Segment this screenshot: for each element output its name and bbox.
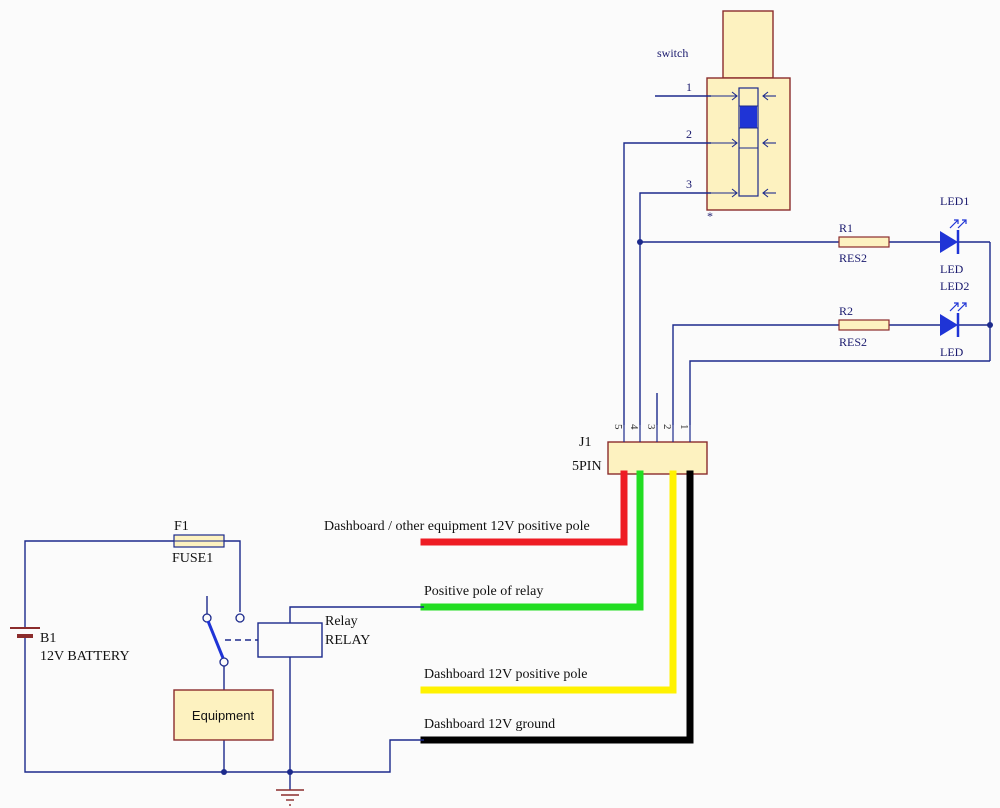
junction-dot (987, 322, 993, 328)
slide-switch: switch 1 2 3 * (657, 10, 791, 223)
switch-pin-2: 2 (686, 127, 692, 141)
relay-contact (202, 613, 245, 667)
junction-dot (637, 239, 643, 245)
fuse-value: FUSE1 (172, 551, 213, 566)
r2-ref: R2 (839, 304, 853, 318)
relay-value: RELAY (325, 633, 370, 648)
led-2-icon: LED2 LED (940, 279, 969, 359)
switch-pin-1: 1 (686, 80, 692, 94)
black-wire-label: Dashboard 12V ground (424, 717, 555, 732)
black-wire (420, 470, 694, 744)
yellow-wire-label: Dashboard 12V positive pole (424, 667, 587, 682)
switch-actuator (722, 10, 774, 79)
switch-label: switch (657, 46, 688, 60)
led2-ref: LED2 (940, 279, 969, 293)
j1-pin-1: 1 (678, 424, 690, 430)
switch-slider (740, 106, 757, 128)
j1-ref: J1 (579, 435, 591, 450)
yellow-wire (420, 470, 677, 694)
j1-pin-5: 5 (612, 424, 624, 430)
j1-pin-2: 2 (661, 424, 673, 430)
led1-value: LED (940, 262, 964, 276)
power-circuit-wires (24, 540, 424, 790)
resistor-r1: R1 RES2 (838, 221, 890, 265)
battery-b1: B1 12V BATTERY (10, 627, 130, 664)
switch-marker: * (707, 209, 713, 223)
resistor-r2: R2 RES2 (838, 304, 890, 349)
harness-wires: Dashboard / other equipment 12V positive… (324, 470, 694, 744)
relay-coil: Relay RELAY (257, 614, 370, 658)
green-wire-label: Positive pole of relay (424, 584, 543, 599)
equipment-label: Equipment (192, 708, 255, 723)
red-wire (420, 470, 628, 546)
red-wire-label: Dashboard / other equipment 12V positive… (324, 519, 590, 534)
j1-pin-3: 3 (645, 424, 657, 430)
junction-dot (221, 769, 227, 775)
battery-value: 12V BATTERY (40, 649, 130, 664)
switch-slot (738, 87, 759, 197)
connector-j1: 5 4 3 2 1 J1 5PIN (572, 424, 708, 475)
r1-ref: R1 (839, 221, 853, 235)
led1-ref: LED1 (940, 194, 969, 208)
fuse-f1: F1 FUSE1 (172, 519, 225, 566)
relay-ref: Relay (325, 614, 358, 629)
green-wire (420, 470, 644, 611)
r1-value: RES2 (839, 251, 867, 265)
switch-pin-3: 3 (686, 177, 692, 191)
fuse-ref: F1 (174, 519, 189, 534)
led-1-icon: LED1 LED (940, 194, 969, 276)
switch-wires (623, 95, 711, 425)
r2-value: RES2 (839, 335, 867, 349)
led2-value: LED (940, 345, 964, 359)
ground-icon (276, 789, 304, 806)
j1-value: 5PIN (572, 459, 602, 474)
junction-dot (287, 769, 293, 775)
j1-pin-4: 4 (628, 424, 640, 430)
led-branch-wires (640, 241, 991, 425)
battery-ref: B1 (40, 631, 56, 646)
equipment-block: Equipment (173, 689, 274, 741)
